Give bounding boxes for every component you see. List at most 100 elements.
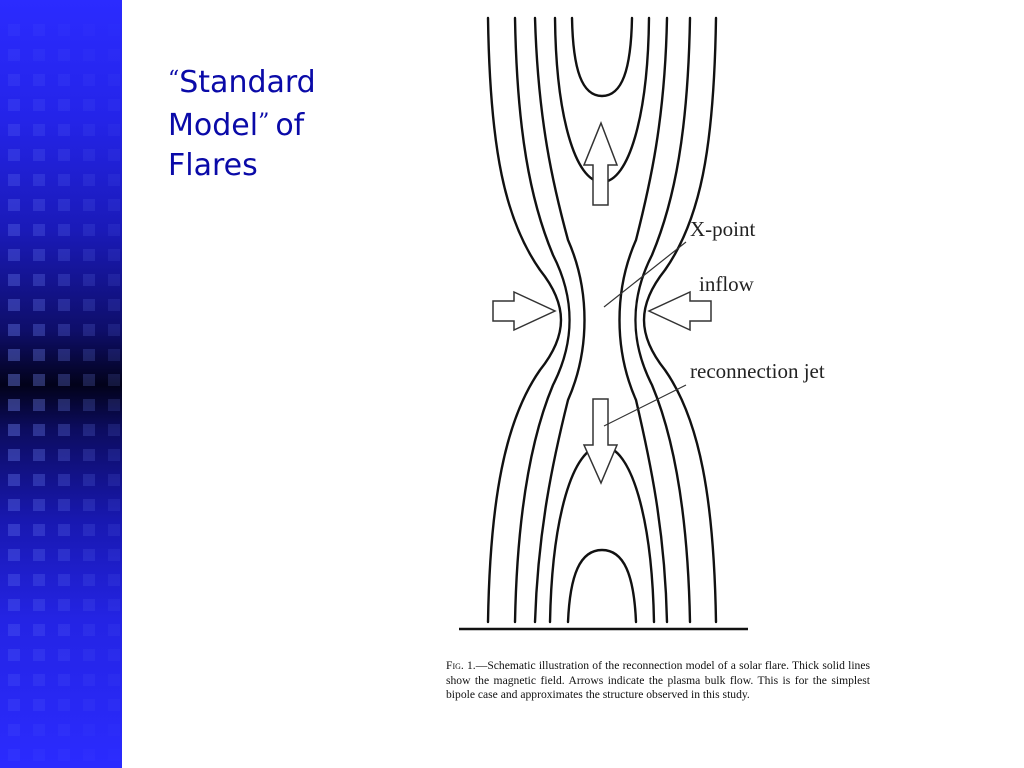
sidebar-square xyxy=(108,349,120,361)
sidebar-square xyxy=(108,674,120,686)
sidebar-square xyxy=(83,624,95,636)
title-rest: of Flares xyxy=(168,108,305,183)
title-close-quote: ” xyxy=(258,110,270,135)
sidebar-square xyxy=(8,274,20,286)
sidebar-square xyxy=(8,74,20,86)
slide-sidebar xyxy=(0,0,122,768)
sidebar-square xyxy=(8,674,20,686)
sidebar-square xyxy=(108,224,120,236)
sidebar-square xyxy=(108,624,120,636)
sidebar-square xyxy=(58,174,70,186)
sidebar-square xyxy=(108,299,120,311)
sidebar-square xyxy=(58,574,70,586)
sidebar-square xyxy=(58,149,70,161)
sidebar-square xyxy=(33,449,45,461)
sidebar-square xyxy=(8,549,20,561)
sidebar-square xyxy=(108,524,120,536)
sidebar-square xyxy=(58,124,70,136)
jet-leader-line xyxy=(603,384,687,427)
sidebar-square xyxy=(83,74,95,86)
sidebar-square xyxy=(8,124,20,136)
sidebar-square xyxy=(33,274,45,286)
sidebar-square xyxy=(33,74,45,86)
sidebar-square xyxy=(83,124,95,136)
sidebar-square xyxy=(58,699,70,711)
sidebar-square xyxy=(83,474,95,486)
sidebar-square xyxy=(58,624,70,636)
sidebar-square xyxy=(83,249,95,261)
sidebar-square xyxy=(83,724,95,736)
slide-title: “Standard Model”of Flares xyxy=(168,60,358,186)
sidebar-square xyxy=(108,499,120,511)
sidebar-square xyxy=(33,599,45,611)
sidebar-square xyxy=(33,474,45,486)
inflow-label: inflow xyxy=(699,272,755,296)
sidebar-square xyxy=(83,424,95,436)
sidebar-square xyxy=(58,549,70,561)
sidebar-square xyxy=(58,324,70,336)
title-open-quote: “ xyxy=(168,67,180,92)
sidebar-square xyxy=(108,49,120,61)
sidebar-square xyxy=(8,249,20,261)
sidebar-square xyxy=(33,324,45,336)
sidebar-square xyxy=(33,224,45,236)
sidebar-square xyxy=(108,324,120,336)
sidebar-square xyxy=(33,699,45,711)
sidebar-square xyxy=(8,624,20,636)
sidebar-square xyxy=(108,599,120,611)
field-loop-top-inner xyxy=(570,16,634,98)
sidebar-square xyxy=(58,599,70,611)
sidebar-square xyxy=(8,374,20,386)
sidebar-square xyxy=(33,299,45,311)
sidebar-square xyxy=(8,174,20,186)
sidebar-square xyxy=(33,649,45,661)
sidebar-square xyxy=(8,449,20,461)
xpoint-label: X-point xyxy=(690,217,755,241)
sidebar-square xyxy=(83,749,95,761)
reconnection-diagram: X-point inflow reconnection jet xyxy=(459,16,825,631)
sidebar-square xyxy=(83,599,95,611)
sidebar-square xyxy=(33,349,45,361)
sidebar-square xyxy=(33,749,45,761)
sidebar-square xyxy=(83,24,95,36)
sidebar-square xyxy=(58,474,70,486)
sidebar-square xyxy=(33,424,45,436)
field-loop-bottom-inner xyxy=(566,548,638,624)
sidebar-square xyxy=(108,199,120,211)
sidebar-square xyxy=(108,399,120,411)
sidebar-square xyxy=(108,249,120,261)
sidebar-square-pattern xyxy=(8,24,120,761)
sidebar-square xyxy=(33,574,45,586)
sidebar-square xyxy=(58,24,70,36)
sidebar-square xyxy=(83,149,95,161)
sidebar-square xyxy=(58,524,70,536)
sidebar-square xyxy=(83,224,95,236)
field-line-right-outer xyxy=(642,16,718,624)
sidebar-square xyxy=(33,49,45,61)
sidebar-square xyxy=(108,574,120,586)
sidebar-square xyxy=(8,24,20,36)
sidebar-square xyxy=(8,499,20,511)
sidebar-square xyxy=(8,349,20,361)
field-line-left-outer xyxy=(486,16,563,624)
sidebar-square xyxy=(83,99,95,111)
sidebar-square xyxy=(8,399,20,411)
sidebar-square xyxy=(108,424,120,436)
sidebar-square xyxy=(108,749,120,761)
caption-figure-number: Fig. 1. xyxy=(446,659,476,672)
sidebar-square xyxy=(8,199,20,211)
sidebar-square xyxy=(108,149,120,161)
inflow-left-arrow xyxy=(492,290,557,332)
title-main: Standard Model xyxy=(168,65,316,143)
sidebar-square xyxy=(108,649,120,661)
sidebar-square xyxy=(8,424,20,436)
sidebar-square xyxy=(83,274,95,286)
sidebar-square xyxy=(8,224,20,236)
field-line-left-inner xyxy=(533,16,586,624)
caption-text: —Schematic illustration of the reconnect… xyxy=(446,659,870,702)
sidebar-square xyxy=(83,374,95,386)
sidebar-square xyxy=(58,249,70,261)
sidebar-square xyxy=(108,74,120,86)
sidebar-square xyxy=(8,599,20,611)
sidebar-square xyxy=(8,99,20,111)
